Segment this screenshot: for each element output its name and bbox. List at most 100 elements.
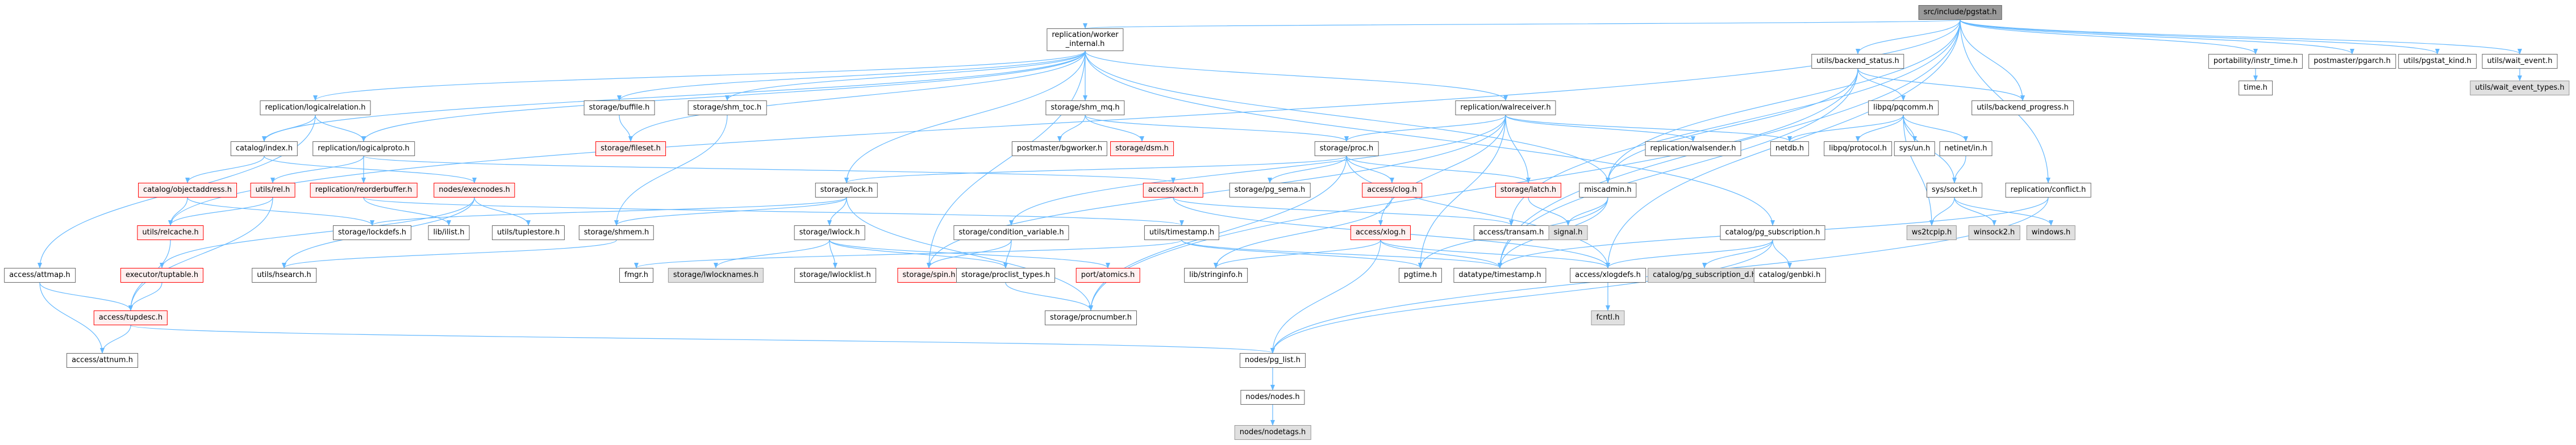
node-xlog[interactable]: access/xlog.h (1350, 225, 1411, 240)
node-signal[interactable]: signal.h (1548, 225, 1588, 240)
node-stringinfo[interactable]: lib/stringinfo.h (1184, 268, 1248, 283)
node-genbki[interactable]: catalog/genbki.h (1753, 268, 1826, 283)
node-fcntl[interactable]: fcntl.h (1591, 310, 1625, 325)
node-ws2tcpip[interactable]: ws2tcpip.h (1906, 225, 1957, 240)
node-conflict[interactable]: replication/conflict.h (2005, 183, 2091, 198)
node-walsender[interactable]: replication/walsender.h (1645, 141, 1741, 156)
node-procnumber[interactable]: storage/procnumber.h (1044, 310, 1137, 325)
edge-worker-internal-to-buffile (617, 51, 1086, 101)
node-lwlocknames[interactable]: storage/lwlocknames.h (668, 268, 764, 283)
node-wait-event-types[interactable]: utils/wait_event_types.h (2470, 81, 2570, 95)
node-lwlocklist[interactable]: storage/lwlocklist.h (794, 268, 876, 283)
node-proclist-types[interactable]: storage/proclist_types.h (956, 268, 1055, 283)
node-clog[interactable]: access/clog.h (1362, 183, 1422, 198)
edge-tupdesc-to-attnum (100, 325, 131, 354)
node-objectaddress[interactable]: catalog/objectaddress.h (138, 183, 237, 198)
node-netdb[interactable]: netdb.h (1770, 141, 1810, 156)
node-xlogdefs[interactable]: access/xlogdefs.h (1570, 268, 1646, 283)
node-tupdesc[interactable]: access/tupdesc.h (93, 310, 168, 325)
node-buffile[interactable]: storage/buffile.h (583, 100, 655, 115)
node-attnum[interactable]: access/attnum.h (66, 353, 138, 368)
node-timestamp[interactable]: utils/timestamp.h (1144, 225, 1220, 240)
node-attmap[interactable]: access/attmap.h (4, 268, 76, 283)
node-lwlock[interactable]: storage/lwlock.h (794, 225, 865, 240)
node-dt-timestamp[interactable]: datatype/timestamp.h (1453, 268, 1547, 283)
edge-walreceiver-to-latch (1505, 115, 1531, 183)
node-latch[interactable]: storage/latch.h (1495, 183, 1562, 198)
edge-attmap-to-attnum (39, 282, 105, 354)
edge-xlog-to-pg-list (1270, 240, 1381, 354)
node-netinet-in[interactable]: netinet/in.h (1939, 141, 1993, 156)
node-pg-subscription[interactable]: catalog/pg_subscription.h (1720, 225, 1825, 240)
node-dsm[interactable]: storage/dsm.h (1110, 141, 1174, 156)
node-proc[interactable]: storage/proc.h (1314, 141, 1379, 156)
node-lockdefs[interactable]: storage/lockdefs.h (333, 225, 411, 240)
edge-xlog-to-stringinfo (1214, 240, 1381, 268)
node-nodetags[interactable]: nodes/nodetags.h (1234, 425, 1311, 440)
edge-pqcomm-to-ws2tcpip (1903, 115, 1934, 226)
node-reorderbuffer[interactable]: replication/reorderbuffer.h (310, 183, 418, 198)
node-atomics[interactable]: port/atomics.h (1076, 268, 1140, 283)
node-transam[interactable]: access/transam.h (1473, 225, 1549, 240)
node-walreceiver[interactable]: replication/walreceiver.h (1455, 100, 1556, 115)
edge-tuptable-to-tupdesc (128, 282, 162, 311)
node-pg-subscription-d[interactable]: catalog/pg_subscription_d.h (1648, 268, 1761, 283)
edge-condition-variable-to-spin (927, 240, 1012, 268)
node-fmgr[interactable]: fmgr.h (619, 268, 654, 283)
edge-pgstat-to-pgarch (1960, 19, 2354, 54)
edge-logicalrelation-to-logicalproto (315, 115, 366, 142)
node-backend-status[interactable]: utils/backend_status.h (1811, 54, 1904, 69)
edge-shmem-to-hsearch (282, 240, 617, 268)
node-wait-event[interactable]: utils/wait_event.h (2482, 54, 2558, 69)
node-bgworker[interactable]: postmaster/bgworker.h (1011, 141, 1108, 156)
node-sys-un[interactable]: sys/un.h (1894, 141, 1936, 156)
node-nodes[interactable]: nodes/nodes.h (1240, 390, 1305, 405)
node-pgstat-kind[interactable]: utils/pgstat_kind.h (2398, 54, 2477, 69)
node-ilist[interactable]: lib/ilist.h (428, 225, 470, 240)
edge-pg-subscription-to-pg-subscription-d (1702, 240, 1773, 268)
edge-lwlock-to-lwlocklist (829, 240, 837, 268)
node-xact[interactable]: access/xact.h (1143, 183, 1204, 198)
node-execnodes[interactable]: nodes/execnodes.h (433, 183, 515, 198)
node-spin[interactable]: storage/spin.h (897, 268, 961, 283)
node-winsock2[interactable]: winsock2.h (1968, 225, 2020, 240)
node-fileset[interactable]: storage/fileset.h (595, 141, 666, 156)
node-storage-lock[interactable]: storage/lock.h (815, 183, 878, 198)
node-hsearch[interactable]: utils/hsearch.h (252, 268, 316, 283)
edge-rel-to-tupdesc (128, 197, 273, 311)
node-worker-internal[interactable]: replication/worker _internal.h (1047, 28, 1124, 51)
node-pg-sema[interactable]: storage/pg_sema.h (1229, 183, 1311, 198)
node-logicalrelation[interactable]: replication/logicalrelation.h (260, 100, 371, 115)
node-pgstat[interactable]: src/include/pgstat.h (1918, 5, 2002, 20)
node-time[interactable]: time.h (2239, 81, 2273, 95)
edge-rel-to-relcache (168, 197, 273, 226)
node-protocol[interactable]: libpq/protocol.h (1824, 141, 1892, 156)
node-relcache[interactable]: utils/relcache.h (137, 225, 204, 240)
node-shm-mq[interactable]: storage/shm_mq.h (1045, 100, 1125, 115)
node-miscadmin[interactable]: miscadmin.h (1579, 183, 1637, 198)
node-shmem[interactable]: storage/shmem.h (578, 225, 655, 240)
node-pgtime[interactable]: pgtime.h (1398, 268, 1443, 283)
node-pgarch[interactable]: postmaster/pgarch.h (2308, 54, 2396, 69)
node-sys-socket[interactable]: sys/socket.h (1926, 183, 1983, 198)
edge-worker-internal-to-logicalrelation (313, 51, 1086, 101)
node-shm-toc[interactable]: storage/shm_toc.h (687, 100, 767, 115)
edge-worker-internal-to-storage-lock (844, 51, 1086, 183)
node-rel[interactable]: utils/rel.h (250, 183, 295, 198)
node-tuptable[interactable]: executor/tuptable.h (120, 268, 204, 283)
node-backend-progress[interactable]: utils/backend_progress.h (1971, 100, 2074, 115)
edge-pqcomm-to-protocol (1856, 115, 1904, 142)
edge-pgstat-to-backend-status (1856, 19, 1961, 54)
edge-xact-to-transam (1173, 197, 1514, 226)
node-instr-time[interactable]: portability/instr_time.h (2208, 54, 2303, 69)
node-pqcomm[interactable]: libpq/pqcomm.h (1868, 100, 1939, 115)
edge-walreceiver-to-condition-variable (1009, 115, 1506, 226)
edge-worker-internal-to-walreceiver (1085, 51, 1508, 101)
node-pg-list[interactable]: nodes/pg_list.h (1239, 353, 1306, 368)
edge-tupdesc-to-pg-list (130, 325, 1275, 354)
node-logicalproto[interactable]: replication/logicalproto.h (312, 141, 415, 156)
node-catalog-index[interactable]: catalog/index.h (230, 141, 298, 156)
node-condition-variable[interactable]: storage/condition_variable.h (953, 225, 1069, 240)
node-tuplestore[interactable]: utils/tuplestore.h (491, 225, 565, 240)
node-windows[interactable]: windows.h (2026, 225, 2076, 240)
